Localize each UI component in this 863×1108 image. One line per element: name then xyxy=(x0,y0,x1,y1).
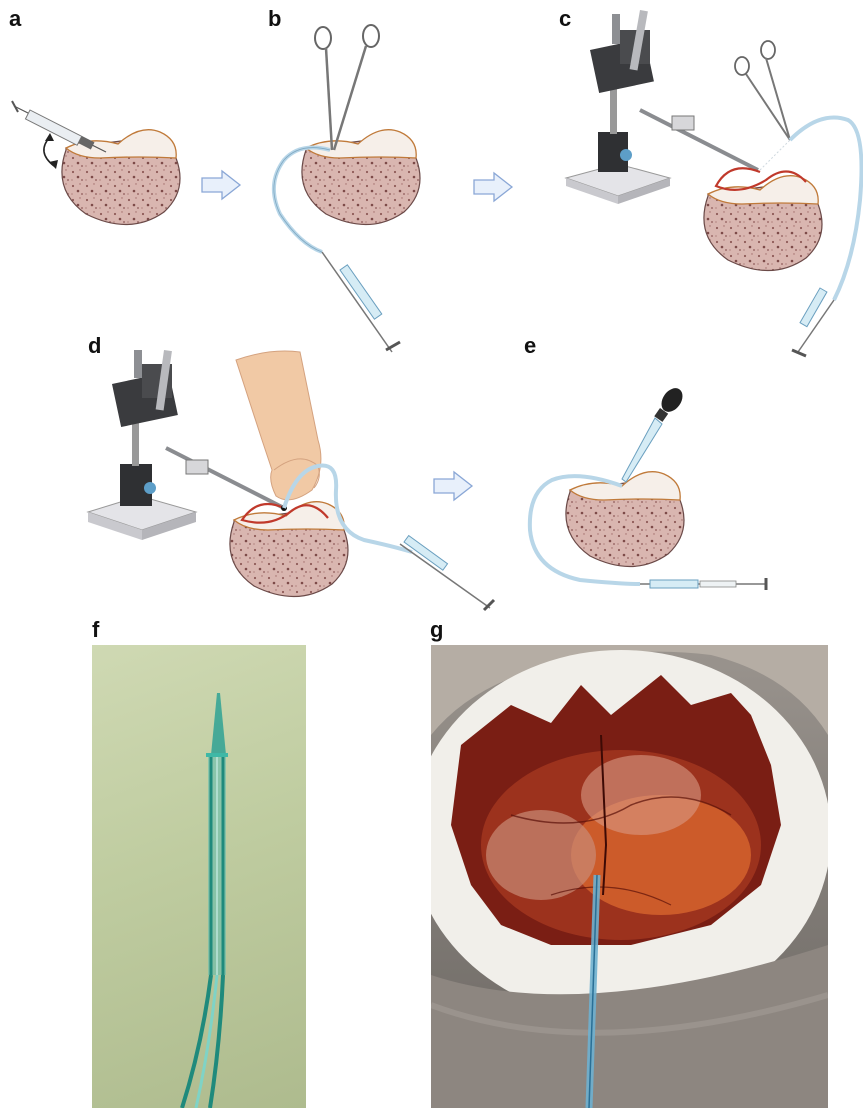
panel-e xyxy=(530,384,766,590)
egg-icon xyxy=(302,130,420,225)
schematic-panels xyxy=(0,0,863,620)
egg-icon xyxy=(62,130,180,225)
panel-b xyxy=(274,25,420,352)
forceps-icon xyxy=(315,25,379,150)
dropper-icon xyxy=(622,384,687,482)
egg-icon xyxy=(566,472,684,567)
photo-g-egg-injection xyxy=(431,645,828,1108)
egg-icon xyxy=(230,502,348,597)
flow-arrow-icon xyxy=(434,472,472,500)
panel-label-f: f xyxy=(92,617,99,643)
panel-c xyxy=(566,10,862,356)
syringe-icon xyxy=(322,252,400,352)
panel-a xyxy=(12,101,180,225)
syringe-icon xyxy=(12,101,106,152)
syringe-icon xyxy=(640,578,766,590)
syringe-icon xyxy=(792,288,834,356)
hand-icon xyxy=(236,351,321,500)
capillary-tube-icon xyxy=(92,645,306,1108)
flow-arrow-icon xyxy=(202,171,240,199)
photo-f-capillary xyxy=(92,645,306,1108)
panel-d xyxy=(88,350,494,610)
flow-arrow-icon xyxy=(474,173,512,201)
syringe-icon xyxy=(400,536,494,610)
micromanipulator-icon xyxy=(566,10,758,204)
panel-label-g: g xyxy=(430,617,443,643)
egg-icon xyxy=(704,168,822,270)
forceps-icon xyxy=(735,41,790,140)
opened-egg-icon xyxy=(431,645,828,1108)
